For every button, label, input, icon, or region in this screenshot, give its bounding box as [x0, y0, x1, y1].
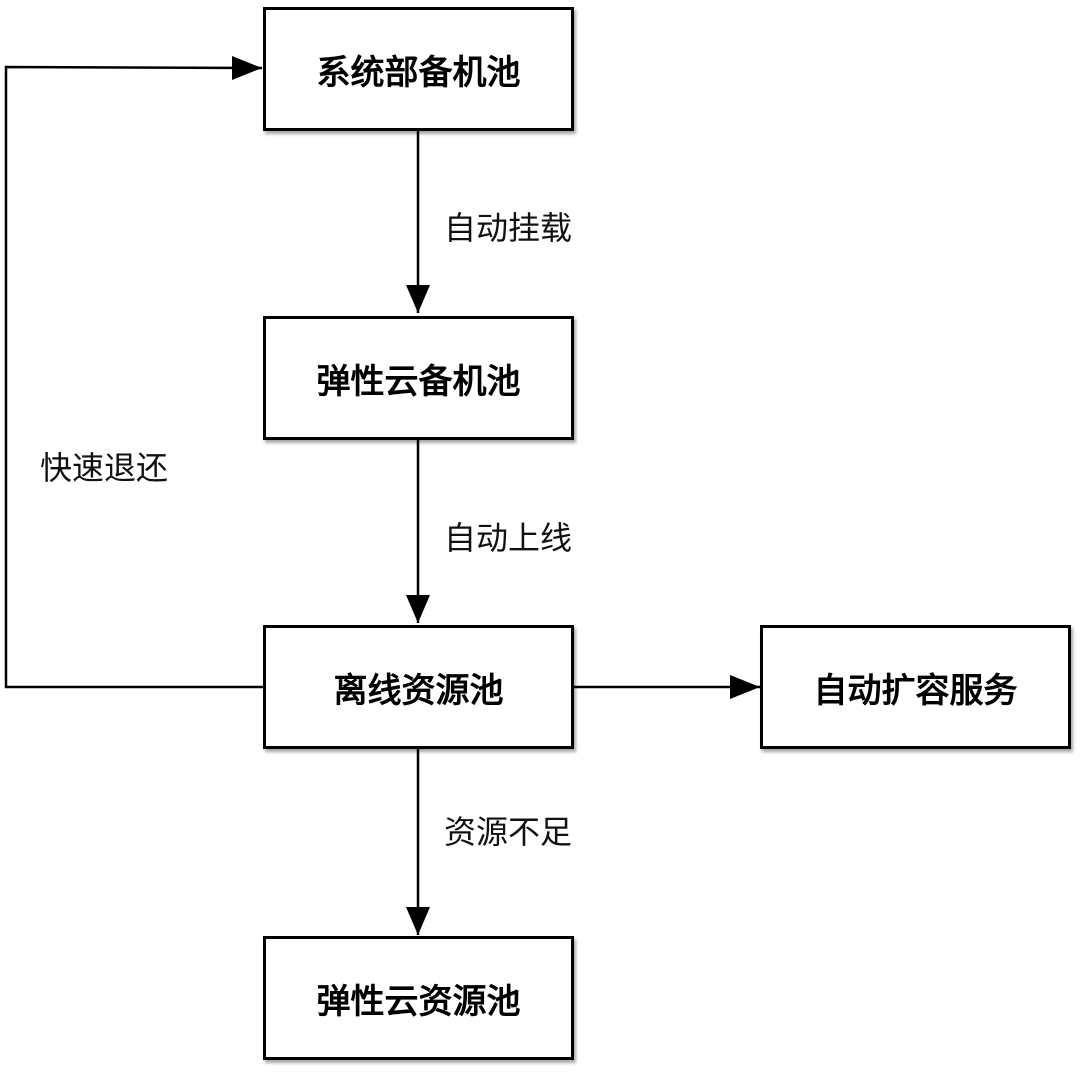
arrowhead-fast-return [232, 56, 262, 80]
arrowhead-auto-online [406, 595, 430, 623]
arrowhead-insufficient-resources [406, 907, 430, 935]
node-elastic-cloud-spare-pool-label: 弹性云备机池 [316, 361, 521, 402]
node-system-spare-pool: 系统部备机池 [263, 7, 574, 131]
edge-fast-return [4, 65, 264, 689]
node-elastic-cloud-spare-pool: 弹性云备机池 [263, 316, 574, 440]
edge-label-auto-online: 自动上线 [444, 519, 573, 557]
arrowhead-auto-mount [406, 285, 430, 313]
edge-label-fast-return: 快速退还 [40, 449, 169, 487]
edge-label-auto-mount: 自动挂载 [444, 209, 573, 247]
node-auto-scaling-service-label: 自动扩容服务 [813, 670, 1018, 711]
node-system-spare-pool-label: 系统部备机池 [316, 52, 521, 93]
arrowhead-to-auto-scaling [730, 675, 760, 699]
node-offline-resource-pool-label: 离线资源池 [333, 670, 504, 711]
node-offline-resource-pool: 离线资源池 [263, 625, 574, 749]
node-elastic-cloud-resource-pool-label: 弹性云资源池 [316, 981, 521, 1022]
node-auto-scaling-service: 自动扩容服务 [760, 625, 1071, 749]
edge-label-insufficient-resources: 资源不足 [444, 813, 573, 851]
node-elastic-cloud-resource-pool: 弹性云资源池 [263, 936, 574, 1060]
